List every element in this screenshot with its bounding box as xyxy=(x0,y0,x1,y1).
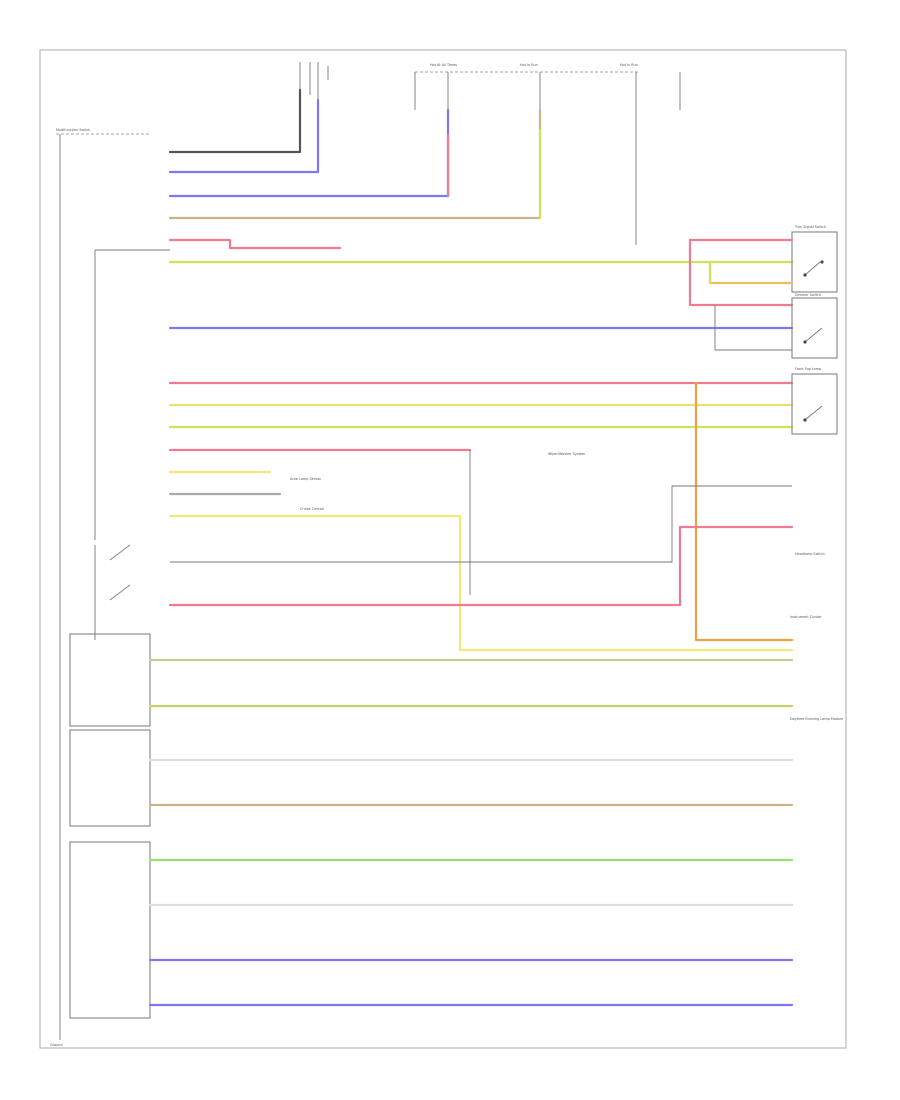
component-drl-module: Daytime Running Lamp Module xyxy=(790,717,843,721)
left-connector-label: Multifunction Switch xyxy=(56,128,90,132)
upper-wires xyxy=(168,88,794,330)
diagram-border xyxy=(39,49,847,1049)
middle-wires xyxy=(168,381,794,652)
component-dimmer-switch: Dimmer Switch xyxy=(795,293,821,297)
component-front-fog-lamp: Front Fog Lamp xyxy=(795,367,821,371)
annotation-cruise-control: Cruise Control xyxy=(300,507,324,511)
lower-wires xyxy=(148,658,794,1007)
top-label-2: Hot In Run xyxy=(520,63,538,67)
left-switch-stack xyxy=(69,544,151,1019)
dimmer-switch xyxy=(714,297,838,359)
component-instrument-cluster: Instrument Cluster xyxy=(790,615,822,619)
component-headlamp-switch: Headlamp Switch xyxy=(795,552,825,556)
annotation-auto-lamp-sensor: Auto Lamp Sensor xyxy=(290,477,322,481)
annotation-wiper-washer: Wiper/Washer System xyxy=(548,452,586,456)
power-supply-area xyxy=(299,62,681,110)
turn-signal-switch xyxy=(688,231,838,307)
front-fog-lamp-switch xyxy=(791,373,838,435)
bottom-left-label: Ground xyxy=(50,1043,62,1047)
top-label-3: Hot In Run xyxy=(620,63,638,67)
component-turn-signal-switch: Turn Signal Switch xyxy=(794,225,826,229)
top-label-1: Hot At All Times xyxy=(430,63,457,67)
